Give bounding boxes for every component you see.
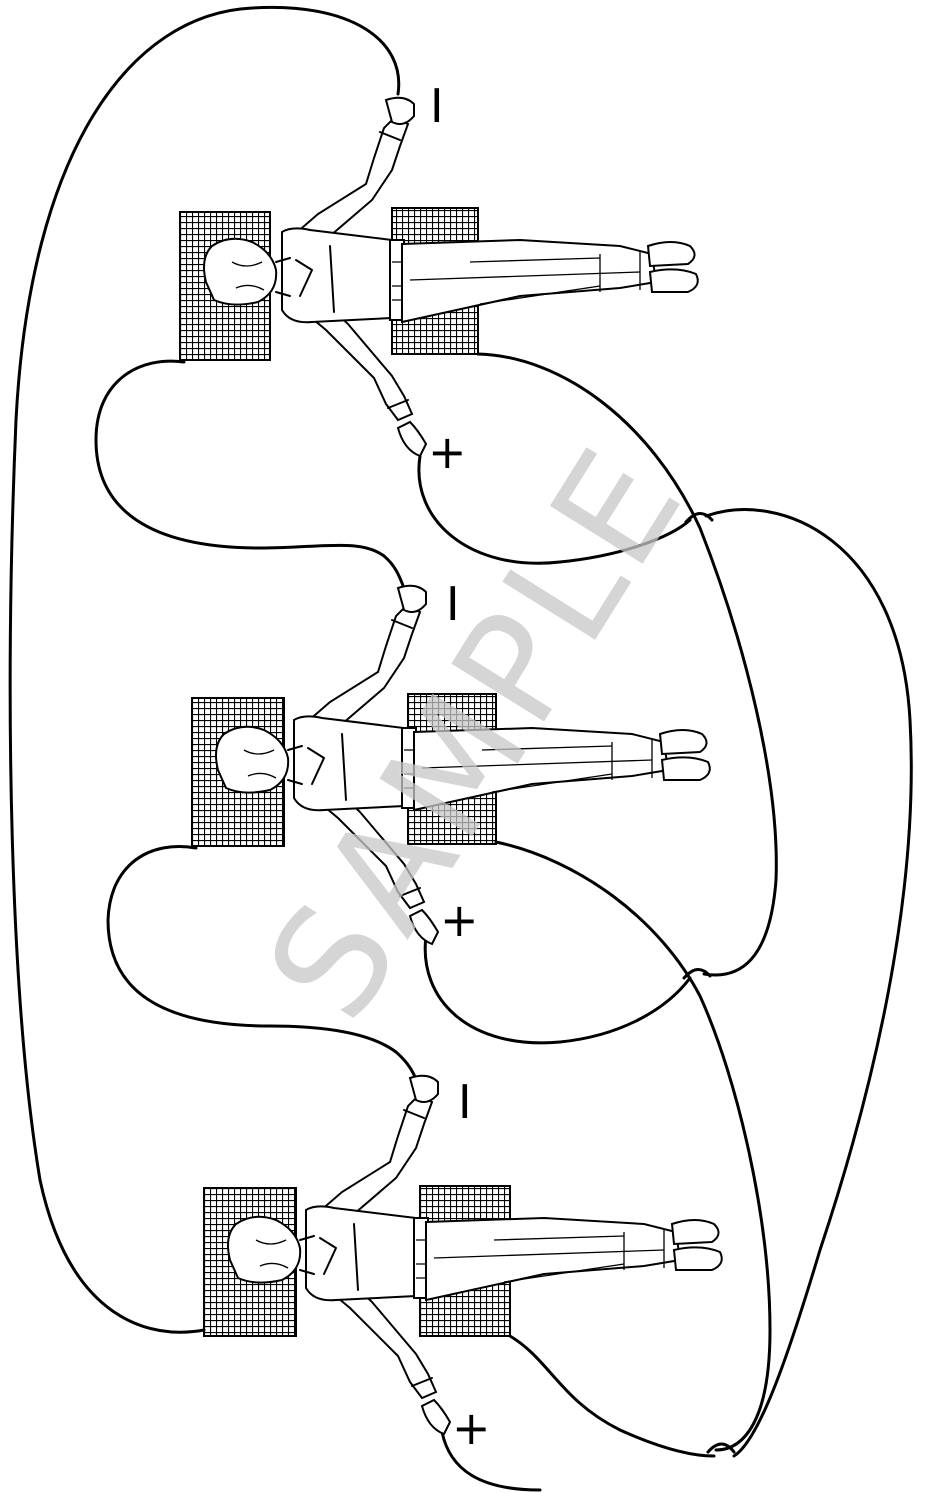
wire-plus-2 bbox=[425, 936, 690, 1043]
terminal-left-3: I bbox=[458, 1075, 472, 1129]
terminal-right-1: + bbox=[428, 425, 467, 479]
person-figure-3 bbox=[228, 1076, 722, 1434]
person-figure-1 bbox=[204, 98, 698, 456]
terminal-left-1: I bbox=[430, 79, 444, 133]
terminal-right-3: + bbox=[452, 1401, 491, 1455]
wire-loop-1-2 bbox=[96, 361, 404, 588]
wire-right-return bbox=[706, 510, 911, 1456]
wire-feet-3 bbox=[510, 1336, 714, 1456]
